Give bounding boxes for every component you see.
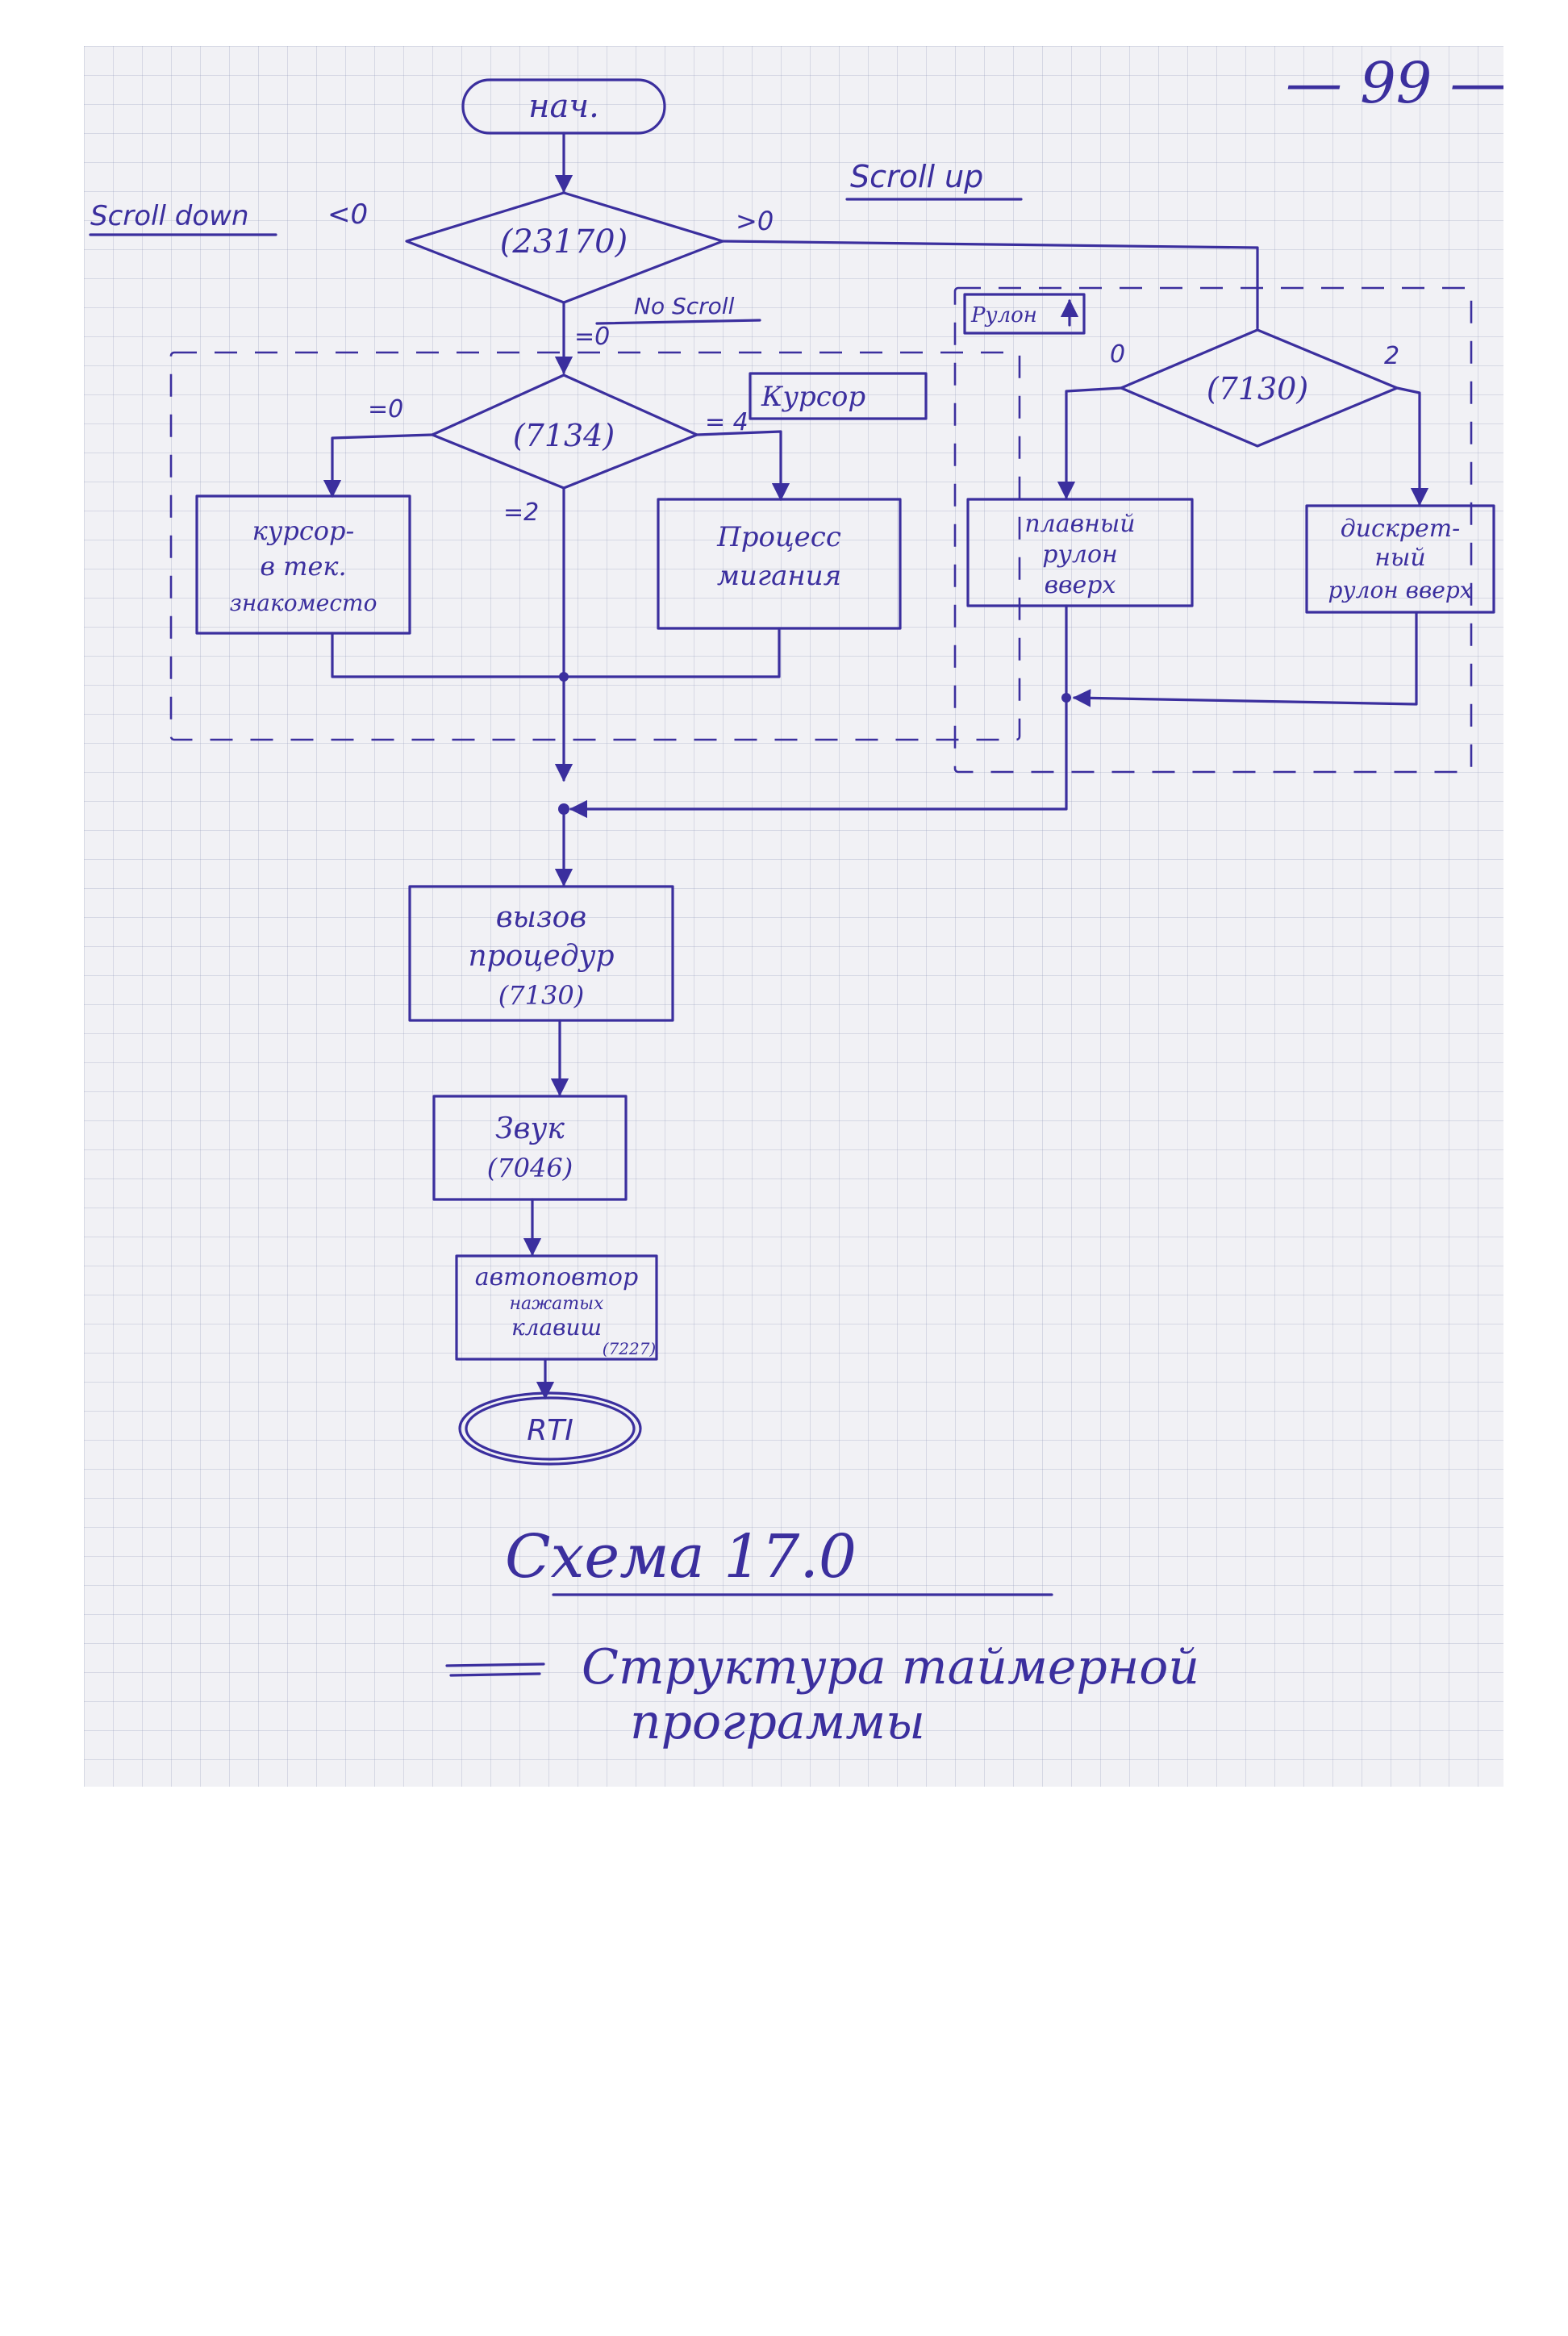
box-smooth-line1: плавный [1024,510,1135,538]
box-discrete-line1: дискрет- [1341,515,1461,543]
decision-main-label: (23170) [500,223,628,261]
box-cursor [195,494,411,635]
decision-scroll-label: (7130) [1207,371,1308,407]
subtitle-line1: Структура таймерной [582,1639,1199,1696]
eq-zero-main-label: =0 [574,323,610,351]
connector [323,433,434,498]
box-cursor-line3: знакоместо [230,590,377,616]
start-label: нач. [528,88,599,125]
end-terminal [465,1396,636,1461]
box-smooth-line2: рулон [1042,540,1118,569]
connector [1072,611,1418,707]
box-call-line3: (7130) [498,980,584,1011]
box-call [408,885,674,1022]
strikethrough-scribble [445,1662,545,1677]
decision-scroll [1120,328,1399,448]
box-sound [432,1095,628,1201]
roll-group-label: Рулон [970,303,1037,327]
box-discrete [1305,504,1495,614]
greater-zero-label: >0 [736,206,774,236]
eq-four-label: = 4 [705,408,749,436]
scroll-down-label: Scroll down [90,200,249,232]
box-autorepeat-line2: нажатых [510,1294,605,1314]
box-sound-line1: Звук [495,1112,565,1145]
connector [721,240,1259,330]
subtitle-line2: программы [630,1694,925,1750]
no-scroll-label: No Scroll [634,293,735,319]
connector [1057,386,1123,500]
box-blink-line2: мигания [717,560,841,592]
less-zero-label: <0 [327,198,368,231]
box-call-line2: процедур [468,940,614,973]
underline [595,319,761,325]
box-call-line1: вызов [496,901,587,934]
end-terminal-outer [458,1391,642,1466]
box-smooth-line3: вверх [1045,571,1116,599]
box-sound-line2: (7046) [487,1153,573,1183]
caption: Схема 17.0 [505,1522,857,1591]
cursor-group-frame [169,351,1021,741]
connector [331,632,565,678]
box-autorepeat [455,1254,658,1361]
scroll-zero-label: 0 [1110,340,1125,369]
box-autorepeat-line3: клавиш [511,1314,602,1341]
notebook-sheet: — 99 — Курсор Рулон нач. (23170) Scroll … [84,46,1503,1787]
connector [695,430,790,502]
eq-zero-cursor-label: =0 [368,395,403,423]
decision-cursor-label: (7134) [513,418,615,453]
box-autorepeat-line1: автоповтор [475,1263,638,1291]
box-smooth [966,498,1194,607]
box-blink-line1: Процесс [716,521,841,553]
box-discrete-line2: ный [1374,544,1426,572]
roll-group-frame [953,286,1473,774]
box-cursor-line1: курсор- [252,515,355,546]
connector [569,696,1068,819]
connector [562,627,781,678]
page-number: — 99 — [1286,50,1503,116]
scroll-two-label: 2 [1384,342,1399,370]
roll-group-tag [963,293,1086,335]
cursor-group-label: Курсор [761,381,865,413]
cursor-group-tag [749,372,928,420]
box-cursor-line2: в тек. [260,551,346,582]
connector [1395,386,1429,507]
box-discrete-line3: рулон вверх [1328,577,1472,603]
scroll-up-label: Scroll up [850,159,983,194]
end-label: RTI [527,1414,573,1447]
eq-two-label: =2 [503,498,539,527]
box-autorepeat-line4: (7227) [603,1339,657,1358]
flowchart: — 99 — Курсор Рулон нач. (23170) Scroll … [89,50,1503,1750]
